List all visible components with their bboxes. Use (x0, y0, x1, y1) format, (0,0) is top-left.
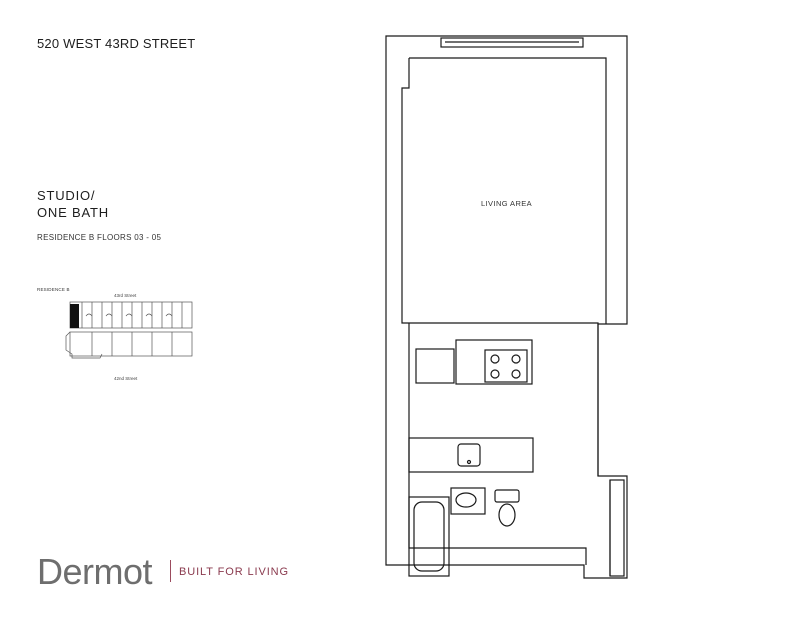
brand-divider (170, 560, 171, 582)
room-label-living-area: LIVING AREA (481, 199, 533, 208)
bathtub (408, 496, 450, 577)
keyplan-label: RESIDENCE B (37, 287, 70, 292)
brand-logo: Dermot (37, 551, 153, 592)
toilet-tank (494, 489, 520, 503)
brand-tagline: BUILT FOR LIVING (179, 566, 289, 578)
unit-type-line-2: ONE BATH (37, 205, 109, 220)
residence-floors: RESIDENCE B FLOORS 03 - 05 (37, 233, 162, 242)
cooktop (484, 349, 528, 383)
toilet-bowl (498, 503, 516, 527)
keyplan-unit-highlight (70, 304, 79, 328)
kitchen-sink (457, 443, 481, 467)
kitchen-island (408, 437, 534, 473)
unit-type: STUDIO/ ONE BATH (37, 187, 109, 221)
interior-walls (401, 57, 607, 565)
refrigerator (415, 348, 455, 384)
balcony (609, 479, 625, 577)
building-address: 520 WEST 43RD STREET (37, 36, 196, 51)
kitchen-counter (455, 339, 533, 385)
keyplan-north-street: 43rd Street (114, 293, 137, 298)
window (440, 37, 584, 48)
unit-type-line-1: STUDIO/ (37, 188, 96, 203)
keyplan-south-street: 42nd Street (114, 376, 138, 381)
keyplan-diagram (65, 301, 193, 359)
exterior-walls (385, 35, 628, 579)
bathroom-sink (450, 487, 486, 515)
